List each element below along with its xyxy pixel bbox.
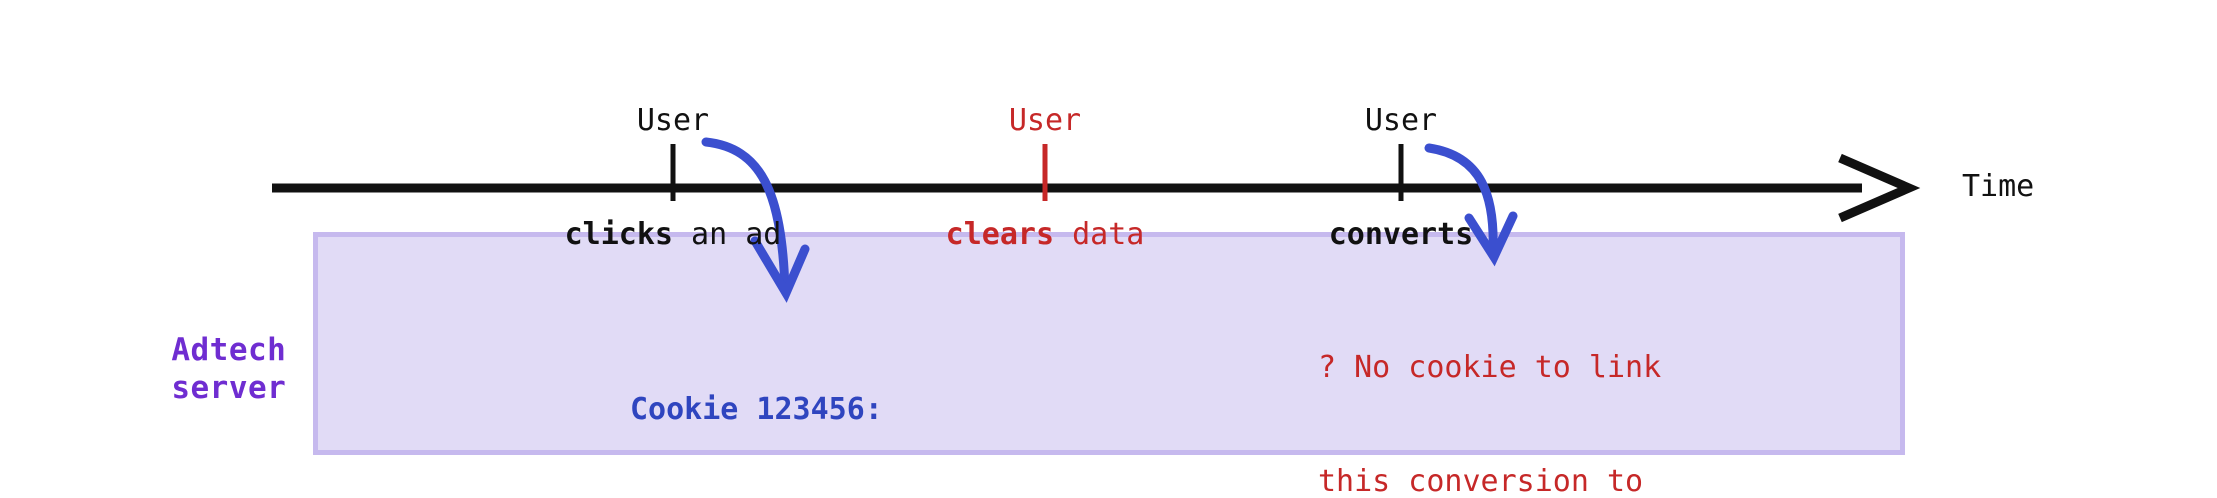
time-axis-caption: Time bbox=[1962, 169, 2035, 204]
event-label-line1: User bbox=[1364, 103, 1438, 138]
event-label-line2-bold: converts bbox=[1328, 217, 1474, 252]
note-no-conversion-line2: this conversion to bbox=[1318, 464, 1644, 498]
note-cookie-line1: Cookie 123456: bbox=[630, 392, 883, 427]
event-label-user-converts: User converts bbox=[1201, 26, 1601, 330]
event-label-line2: clears data bbox=[845, 216, 1245, 254]
event-label-line2-bold: clears bbox=[945, 217, 1055, 252]
event-label-user-clicks-ad: User clicks an ad bbox=[473, 26, 873, 330]
event-label-line2-bold: clicks bbox=[564, 217, 673, 252]
adtech-server-label: Adtech server bbox=[88, 293, 293, 445]
adtech-server-box bbox=[313, 232, 1905, 455]
event-label-line1: User bbox=[636, 103, 710, 138]
event-label-user-clears-data: User clears data bbox=[845, 26, 1245, 330]
note-no-conversion: ? No cookie to link this conversion to ⇒… bbox=[1318, 273, 1661, 498]
event-label-line2: clicks an ad bbox=[473, 216, 873, 254]
event-label-line1: User bbox=[1008, 103, 1082, 138]
adtech-server-label-line2: server bbox=[171, 370, 287, 406]
event-label-line2-rest: data bbox=[1054, 217, 1145, 252]
right-arrow-icon bbox=[1838, 153, 1921, 223]
adtech-server-label-line1: Adtech bbox=[171, 332, 287, 368]
event-label-line2: converts bbox=[1201, 216, 1601, 254]
event-label-line2-rest: an ad bbox=[673, 217, 782, 252]
note-no-conversion-line1: ? No cookie to link bbox=[1318, 350, 1662, 385]
note-cookie-logged: Cookie 123456: Ad clicked bbox=[630, 315, 883, 498]
